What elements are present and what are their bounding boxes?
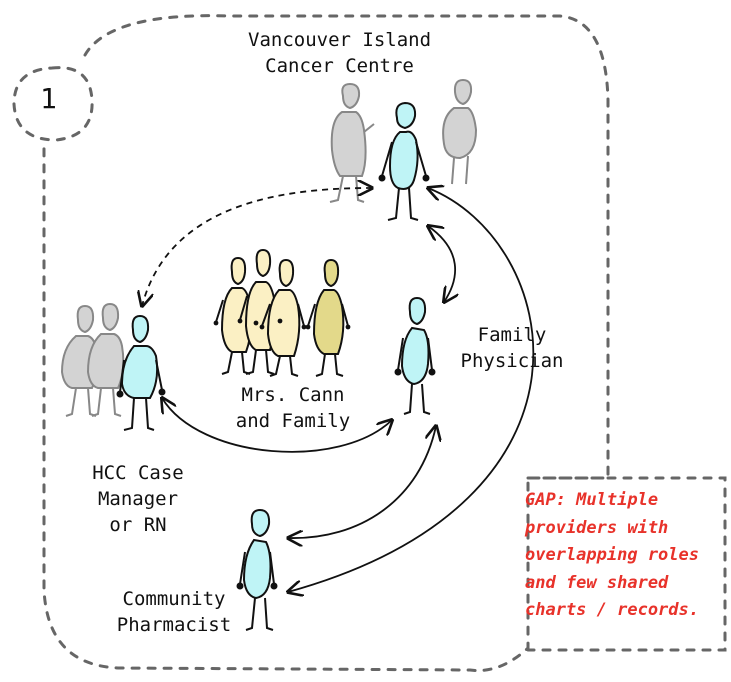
pharmacist-label: Community Pharmacist (116, 588, 232, 636)
gap-box (526, 476, 727, 652)
badge-circle (12, 66, 94, 142)
community-pharmacist (236, 508, 278, 631)
cancer-centre-staff-grey-2 (442, 78, 478, 185)
hcc-case-manager (116, 314, 166, 431)
link-physician-pharmacist (288, 426, 436, 538)
hcc-staff-grey (60, 302, 125, 417)
patient-family-group (213, 248, 351, 377)
hcc-label: HCC Case Manager or RN (92, 462, 184, 536)
link-cancer-physician (428, 226, 455, 302)
family-physician (394, 296, 436, 415)
connections (142, 188, 535, 592)
patient-label: Mrs. Cann and Family (235, 384, 351, 432)
link-cancer-pharmacist (288, 188, 535, 592)
cancer-centre-provider (378, 101, 430, 221)
cancer-centre-label: Vancouver Island Cancer Centre (248, 29, 432, 77)
cancer-centre-staff-grey-1 (329, 82, 375, 203)
gap-note: GAP: Multiple providers with overlapping… (525, 490, 699, 620)
badge-number: 1 (40, 82, 57, 115)
family-physician-label: Family Physician (460, 324, 564, 372)
